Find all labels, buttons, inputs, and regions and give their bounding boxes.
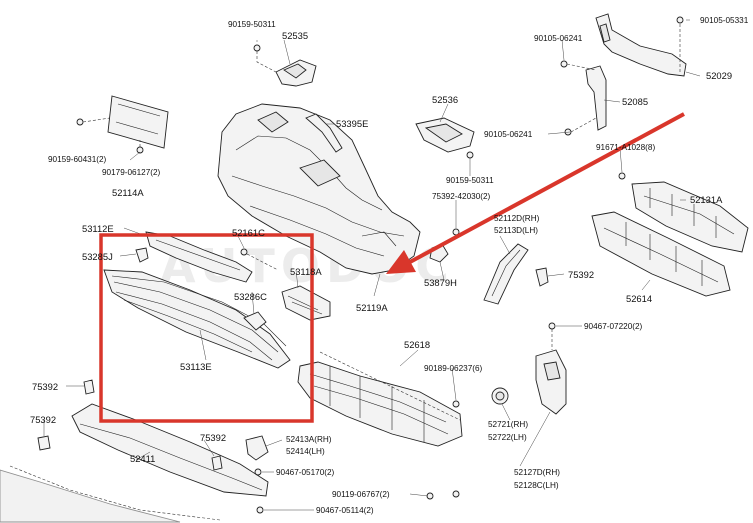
part-52413A-bracket [245, 435, 269, 461]
highlight-arrow [386, 112, 685, 274]
part-52029-bracket [595, 13, 687, 77]
part-52614-absorber [591, 211, 731, 297]
label-52413A: 52413A(RH) [286, 435, 332, 444]
part-52536-bracket [415, 117, 475, 159]
label-52128C: 52128C(LH) [514, 481, 559, 490]
part-labels: 90159-50311 52535 90105-06241 90105-0533… [30, 16, 749, 515]
part-52618-undercover [297, 351, 463, 447]
fasteners-bottom [254, 400, 460, 514]
label-90105-06241-mid: 90105-06241 [484, 130, 533, 139]
label-52029: 52029 [706, 70, 732, 81]
label-53113E: 53113E [180, 361, 212, 372]
label-53879H: 53879H [424, 277, 457, 288]
label-91671-A1028: 91671-A1028(8) [596, 143, 655, 152]
label-90189-06237: 90189-06237(6) [424, 364, 483, 373]
part-53286C-clip [243, 311, 267, 331]
label-90105-06241-top: 90105-06241 [534, 34, 583, 43]
part-53113E-lower-grille [103, 269, 291, 369]
label-90159-60431: 90159-60431(2) [48, 155, 107, 164]
part-52114A-bracket [76, 95, 169, 154]
part-75392-clip-right [535, 267, 549, 287]
part-52161C-bolt [240, 248, 279, 271]
part-52721-seal [491, 387, 509, 405]
part-53285J-clip [135, 247, 149, 263]
part-53112E-grille-upper [145, 231, 253, 283]
label-52113D: 52113D(LH) [494, 226, 538, 235]
label-52536: 52536 [432, 94, 458, 105]
label-52618: 52618 [404, 339, 430, 350]
label-52112D: 52112D(RH) [494, 214, 540, 223]
label-52535: 52535 [282, 30, 308, 41]
label-90159-50311-top: 90159-50311 [228, 20, 276, 29]
label-90105-05331: 90105-05331 [700, 16, 749, 25]
label-52414: 52414(LH) [286, 447, 325, 456]
label-75392-left-upper: 75392 [32, 381, 58, 392]
part-bumper-cover [217, 103, 421, 275]
label-90159-50311-mid: 90159-50311 [446, 176, 494, 185]
part-52127D-bracket [535, 322, 567, 415]
label-53286C: 53286C [234, 291, 267, 302]
highlight-box [99, 233, 314, 423]
label-52161C: 52161C [232, 227, 265, 238]
label-52411: 52411 [130, 453, 155, 464]
label-52131A: 52131A [690, 194, 723, 205]
label-90467-05114: 90467-05114(2) [316, 506, 374, 515]
leader-lines [43, 19, 701, 511]
label-52614: 52614 [626, 293, 652, 304]
label-53285J: 53285J [82, 251, 113, 262]
part-52112D-bracket [483, 243, 529, 305]
label-52722: 52722(LH) [488, 433, 527, 442]
label-53395E: 53395E [336, 118, 368, 129]
part-53395E-molding [305, 113, 343, 153]
part-53118A-emblem-bracket [281, 285, 331, 321]
label-75392-right: 75392 [568, 269, 594, 280]
part-75392-clips-left [37, 379, 223, 471]
part-52085-bracket [560, 60, 607, 136]
label-52114A: 52114A [112, 187, 144, 198]
part-52411-spoiler [0, 403, 269, 523]
label-53118A: 53118A [290, 266, 322, 277]
label-75392-left-lower: 75392 [30, 414, 56, 425]
label-75392-42030: 75392-42030(2) [432, 192, 491, 201]
label-75392-bottom: 75392 [200, 432, 226, 443]
label-53112E: 53112E [82, 223, 114, 234]
label-90179-06127: 90179-06127(2) [102, 168, 161, 177]
part-52535-bracket [253, 44, 317, 87]
label-52127D: 52127D(RH) [514, 468, 560, 477]
label-90467-05170: 90467-05170(2) [276, 468, 335, 477]
label-52721: 52721(RH) [488, 420, 528, 429]
label-90119-06767: 90119-06767(2) [332, 490, 390, 499]
label-52085: 52085 [622, 96, 648, 107]
label-52119A: 52119A [356, 302, 388, 313]
part-52131A-reinforcement [618, 172, 749, 253]
label-90467-07220: 90467-07220(2) [584, 322, 643, 331]
